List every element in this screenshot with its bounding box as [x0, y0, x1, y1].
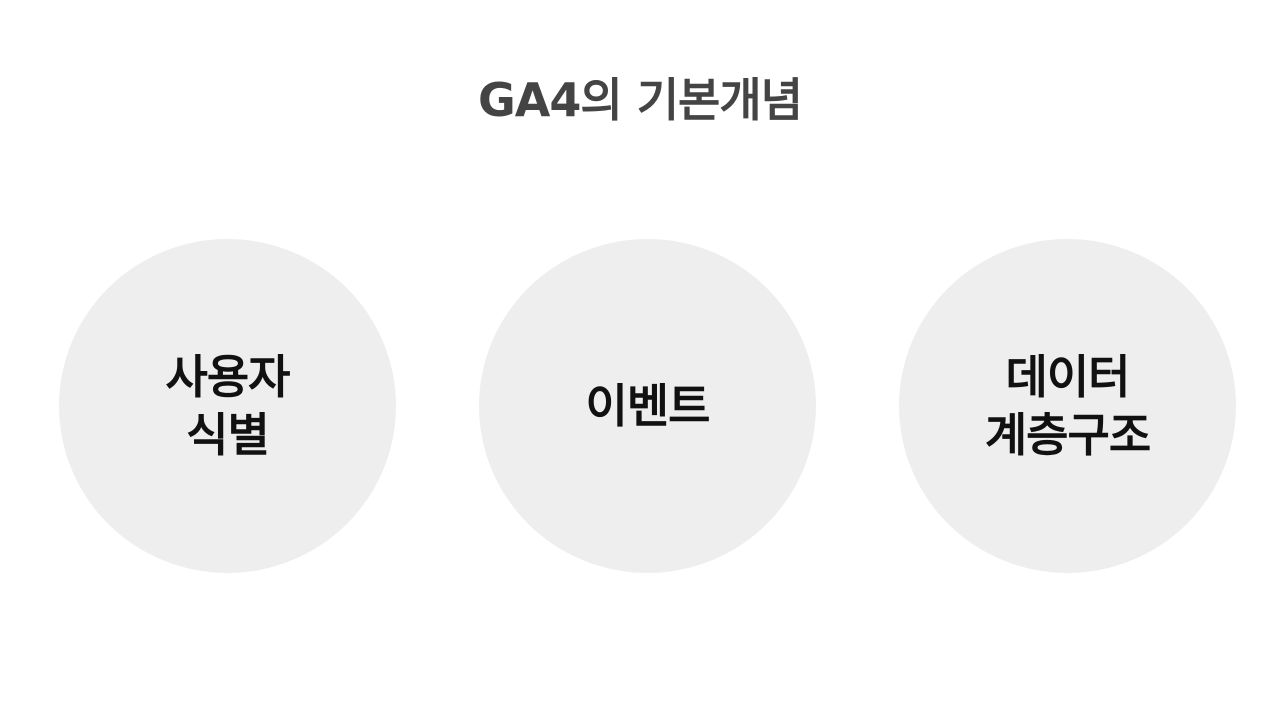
concept-circle-user-identification: 사용자 식별	[59, 239, 396, 573]
page-title: GA4의 기본개념	[478, 73, 803, 127]
concept-label-line: 데이터	[1005, 350, 1131, 404]
concept-label-line: 식별	[186, 408, 270, 462]
concept-label-line: 계층구조	[984, 408, 1151, 462]
concept-label-line: 사용자	[165, 350, 291, 404]
concept-circle-data-hierarchy: 데이터 계층구조	[899, 239, 1236, 573]
concept-circle-event: 이벤트	[479, 239, 816, 573]
concept-label-line: 이벤트	[585, 379, 711, 433]
